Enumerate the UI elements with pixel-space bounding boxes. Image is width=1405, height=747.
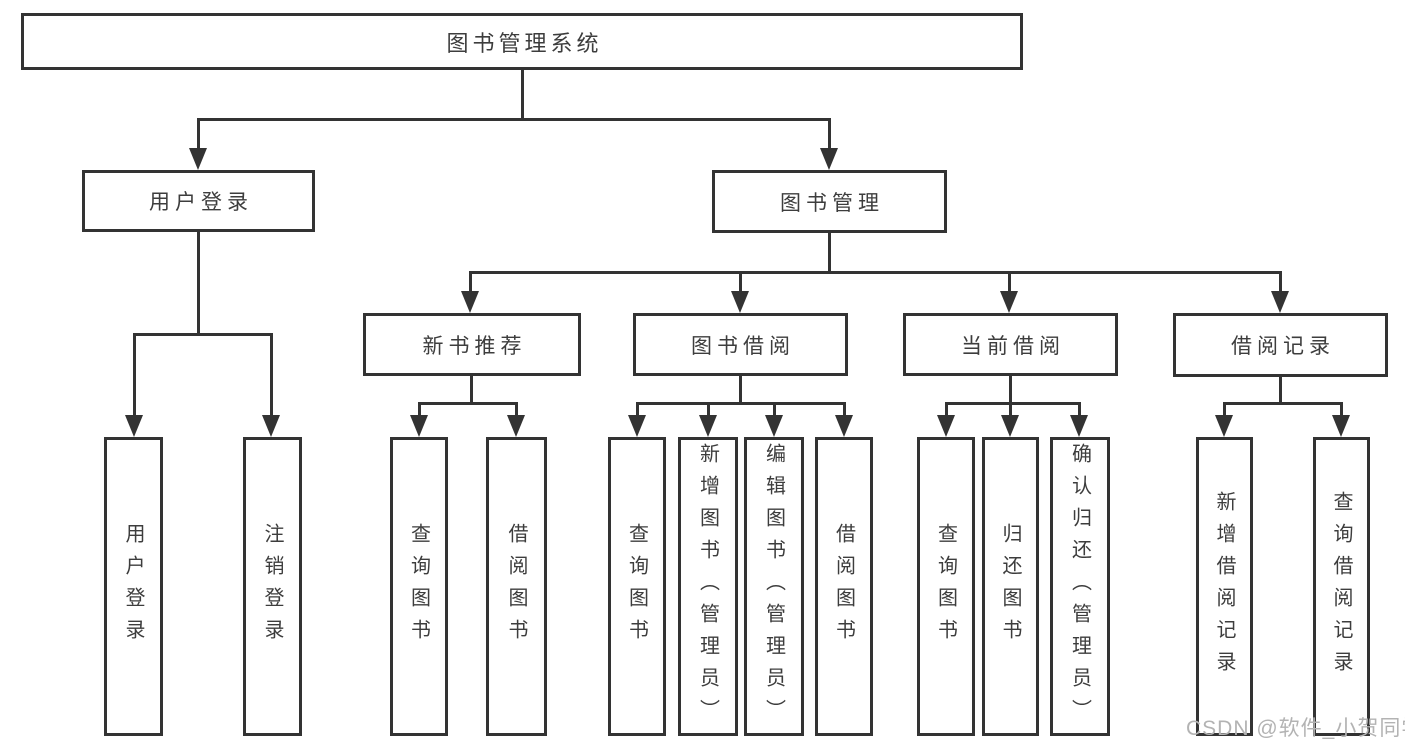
leaf-edit-book: 编辑图书（管理员） xyxy=(744,437,804,736)
connector-user-login-rail xyxy=(133,333,273,336)
connector-root-rail xyxy=(197,118,831,121)
leaf-query-book-2: 查询图书 xyxy=(608,437,666,736)
node-section-borrow: 图书借阅 xyxy=(633,313,848,376)
arrow-leaf-query-3-icon xyxy=(937,415,955,437)
connector-book-mgmt-stem-2 xyxy=(739,271,742,293)
node-section-borrow-label: 图书借阅 xyxy=(691,334,795,358)
arrow-section-current-icon xyxy=(1000,291,1018,313)
arrow-leaf-query-1-icon xyxy=(410,415,428,437)
leaf-confirm-return: 确认归还（管理员） xyxy=(1050,437,1110,736)
connector-root-stem-left xyxy=(197,118,200,150)
leaf-user-login-label: 用户登录 xyxy=(122,522,144,651)
arrow-section-borrow-icon xyxy=(731,291,749,313)
node-section-new-book: 新书推荐 xyxy=(363,313,581,376)
leaf-add-book-label: 新增图书（管理员） xyxy=(696,442,719,731)
connector-current-trunk xyxy=(1009,376,1012,404)
connector-book-mgmt-rail xyxy=(469,271,1281,274)
arrow-book-management-icon xyxy=(820,148,838,170)
connector-current-rail xyxy=(945,402,1081,405)
connector-borrow-rail xyxy=(636,402,845,405)
leaf-logout: 注销登录 xyxy=(243,437,302,736)
connector-borrow-stem-1 xyxy=(636,402,639,417)
leaf-query-book-3: 查询图书 xyxy=(917,437,975,736)
leaf-borrow-book-1: 借阅图书 xyxy=(486,437,547,736)
leaf-borrow-book-2-label: 借阅图书 xyxy=(832,522,855,651)
node-book-management: 图书管理 xyxy=(712,170,947,233)
connector-borrow-stem-4 xyxy=(843,402,846,417)
leaf-add-book: 新增图书（管理员） xyxy=(678,437,738,736)
arrow-leaf-login-icon xyxy=(125,415,143,437)
arrow-leaf-add-record-icon xyxy=(1215,415,1233,437)
node-book-management-label: 图书管理 xyxy=(780,191,884,215)
node-user-login-label: 用户登录 xyxy=(149,191,253,214)
connector-new-book-stem-2 xyxy=(515,402,518,417)
connector-records-trunk xyxy=(1279,377,1282,404)
leaf-borrow-book-2: 借阅图书 xyxy=(815,437,873,736)
connector-current-stem-1 xyxy=(945,402,948,417)
csdn-watermark: CSDN @软件_小贺同学 xyxy=(1186,717,1405,740)
node-section-current-label: 当前借阅 xyxy=(961,334,1065,358)
connector-borrow-stem-2 xyxy=(707,402,710,417)
node-user-login: 用户登录 xyxy=(82,170,315,232)
leaf-query-book-2-label: 查询图书 xyxy=(625,522,648,651)
arrow-leaf-query-2-icon xyxy=(628,415,646,437)
connector-root-stem-right xyxy=(828,118,831,150)
arrow-leaf-borrow-1-icon xyxy=(507,415,525,437)
leaf-return-book-label: 归还图书 xyxy=(999,522,1021,651)
connector-records-rail xyxy=(1223,402,1342,405)
arrow-section-new-book-icon xyxy=(461,291,479,313)
leaf-query-book-1-label: 查询图书 xyxy=(407,522,430,651)
node-root-label: 图书管理系统 xyxy=(446,30,603,56)
connector-records-stem-2 xyxy=(1340,402,1343,417)
arrow-section-records-icon xyxy=(1271,291,1289,313)
leaf-add-borrow-record: 新增借阅记录 xyxy=(1196,437,1253,736)
arrow-user-login-icon xyxy=(189,148,207,170)
leaf-query-book-1: 查询图书 xyxy=(390,437,448,736)
arrow-leaf-edit-book-icon xyxy=(765,415,783,437)
arrow-leaf-query-record-icon xyxy=(1332,415,1350,437)
connector-new-book-trunk xyxy=(470,376,473,404)
node-section-new-book-label: 新书推荐 xyxy=(422,334,527,358)
leaf-borrow-book-1-label: 借阅图书 xyxy=(505,522,527,651)
connector-borrow-stem-3 xyxy=(773,402,776,417)
connector-root-trunk xyxy=(521,70,524,118)
connector-user-login-stem-2 xyxy=(270,333,273,417)
connector-current-stem-3 xyxy=(1078,402,1081,417)
leaf-edit-book-label: 编辑图书（管理员） xyxy=(762,442,785,731)
connector-borrow-trunk xyxy=(739,376,742,404)
connector-book-mgmt-stem-3 xyxy=(1008,271,1011,293)
arrow-leaf-borrow-2-icon xyxy=(835,415,853,437)
leaf-query-book-3-label: 查询图书 xyxy=(934,522,957,651)
connector-user-login-stem-1 xyxy=(133,333,136,417)
connector-new-book-stem-1 xyxy=(418,402,421,417)
leaf-return-book: 归还图书 xyxy=(982,437,1039,736)
leaf-confirm-return-label: 确认归还（管理员） xyxy=(1068,442,1091,731)
arrow-leaf-add-book-icon xyxy=(699,415,717,437)
connector-book-mgmt-trunk xyxy=(828,233,831,273)
connector-records-stem-1 xyxy=(1223,402,1226,417)
node-root: 图书管理系统 xyxy=(21,13,1023,70)
connector-book-mgmt-stem-4 xyxy=(1279,271,1282,293)
leaf-add-borrow-record-label: 新增借阅记录 xyxy=(1213,490,1235,683)
node-section-records: 借阅记录 xyxy=(1173,313,1388,377)
connector-book-mgmt-stem-1 xyxy=(469,271,472,293)
leaf-query-borrow-record: 查询借阅记录 xyxy=(1313,437,1370,736)
node-section-current: 当前借阅 xyxy=(903,313,1118,376)
connector-user-login-trunk xyxy=(197,232,200,335)
leaf-logout-label: 注销登录 xyxy=(261,522,283,651)
node-section-records-label: 借阅记录 xyxy=(1231,335,1335,358)
arrow-leaf-return-icon xyxy=(1001,415,1019,437)
arrow-leaf-confirm-return-icon xyxy=(1070,415,1088,437)
leaf-query-borrow-record-label: 查询借阅记录 xyxy=(1330,490,1352,683)
connector-current-stem-2 xyxy=(1009,402,1012,417)
leaf-user-login: 用户登录 xyxy=(104,437,163,736)
connector-new-book-rail xyxy=(418,402,518,405)
arrow-leaf-logout-icon xyxy=(262,415,280,437)
